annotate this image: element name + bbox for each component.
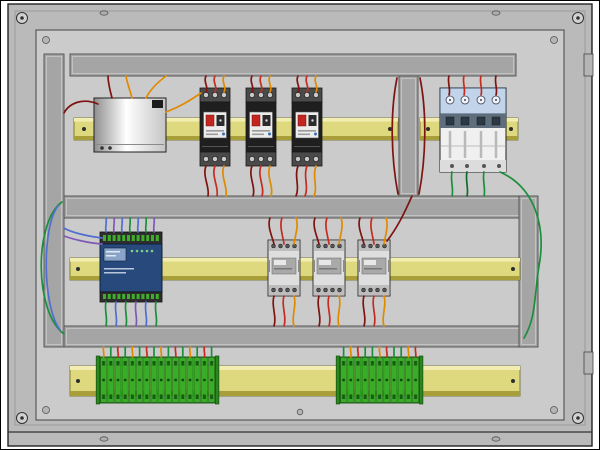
main-contactor[interactable]: [439, 87, 507, 173]
wire-duct-top: [69, 53, 517, 77]
wires-green: [40, 171, 542, 358]
terminal-block-group-1[interactable]: [95, 355, 220, 405]
rail-screw: [511, 267, 515, 271]
wires-purple: [63, 217, 156, 327]
wire-duct-middle: [63, 195, 527, 219]
plc-display: [103, 247, 127, 262]
wires-blue: [45, 205, 148, 331]
contactor-1[interactable]: [267, 239, 301, 297]
corner-screw-bottom-right: [572, 412, 584, 424]
terminal-block-group-2[interactable]: [335, 355, 424, 405]
rail-screw: [82, 127, 86, 131]
corner-screw-top-right: [572, 12, 584, 24]
frame-hole: [491, 436, 501, 442]
power-supply[interactable]: [93, 97, 167, 153]
rail-screw: [76, 379, 80, 383]
rail-screw: [426, 127, 430, 131]
contactor-3[interactable]: [357, 239, 391, 297]
frame-hole: [99, 436, 109, 442]
hinge-top: [583, 53, 594, 77]
terminal-end-plate: [419, 355, 424, 405]
contactor-2[interactable]: [312, 239, 346, 297]
plate-hole: [42, 406, 50, 414]
motor-breaker-1[interactable]: [199, 87, 231, 167]
motor-breaker-2[interactable]: [245, 87, 277, 167]
hinge-bottom: [583, 351, 594, 375]
motor-breaker-3[interactable]: [291, 87, 323, 167]
plate-hole: [42, 36, 50, 44]
wire-duct-center-vertical: [398, 75, 419, 197]
terminal-end-plate: [215, 355, 220, 405]
plate-hole: [296, 408, 304, 416]
plate-hole: [550, 36, 558, 44]
corner-screw-bottom-left: [16, 412, 28, 424]
power-supply-connector: [152, 100, 163, 108]
wires-orange: [102, 75, 410, 358]
rail-screw: [511, 379, 515, 383]
rail-screw: [388, 127, 392, 131]
terminal-end-plate: [335, 355, 341, 405]
rail-screw: [509, 127, 513, 131]
main-contactor-top-terminals: [445, 95, 501, 105]
plate-hole: [550, 406, 558, 414]
wire-duct-bottom: [63, 325, 527, 348]
wires-dark-red: [63, 75, 498, 327]
wires-dark-green: [465, 171, 469, 197]
rail-screw: [76, 267, 80, 271]
frame-hole: [491, 10, 501, 16]
wire-duct-left: [43, 53, 65, 348]
wires-red: [116, 75, 483, 358]
frame-hole: [99, 10, 109, 16]
terminal-end-plate: [95, 355, 101, 405]
plc-controller[interactable]: [99, 231, 163, 303]
corner-screw-top-left: [16, 12, 28, 24]
wire-duct-right: [518, 195, 539, 348]
plc-terminal-strip-bottom: [99, 291, 163, 303]
